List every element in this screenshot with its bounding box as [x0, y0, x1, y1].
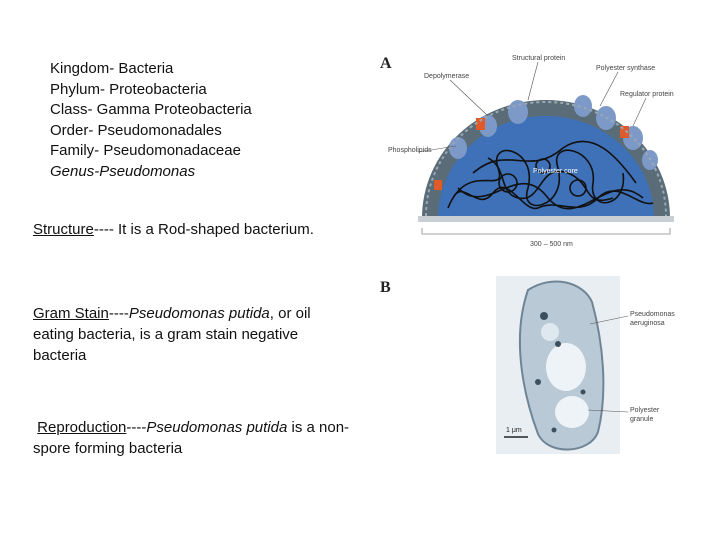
figure-b-micrograph: B Pseudomonas aeruginosa Polyester granu… — [380, 276, 675, 454]
reproduction-species: Pseudomonas putida — [146, 419, 288, 436]
taxonomy-list: Kingdom- Bacteria Phylum- Proteobacteria… — [50, 59, 252, 182]
taxonomy-family: Family- Pseudomonadaceae — [50, 142, 241, 159]
taxonomy-genus: Genus-Pseudomonas — [50, 162, 196, 180]
structure-heading: Structure — [33, 221, 94, 238]
label-granule-line1: Polyester — [630, 407, 660, 414]
reproduction-dashes: ---- — [126, 419, 147, 436]
taxonomy-class: Class- Gamma Proteobacteria — [50, 101, 252, 118]
label-depolymerase: Depolymerase — [424, 73, 469, 80]
label-polyester-synthase: Polyester synthase — [596, 65, 655, 72]
leader-lines-b — [587, 315, 629, 413]
label-granule-line2: granule — [630, 416, 653, 423]
gram-stain-dashes: ---- — [108, 305, 129, 322]
gram-stain-paragraph: Gram Stain----Pseudomonas putida, or oil… — [33, 303, 348, 366]
gram-stain-species: Pseudomonas putida — [128, 305, 270, 322]
scale-bracket — [421, 228, 671, 235]
label-scale-a: 300 – 500 nm — [530, 241, 573, 248]
structure-paragraph: Structure---- It is a Rod-shaped bacteri… — [33, 219, 363, 240]
taxonomy-phylum: Phylum- Proteobacteria — [50, 80, 207, 98]
taxonomy-kingdom: Kingdom- Bacteria — [50, 60, 174, 77]
label-scale-b: 1 μm — [506, 427, 522, 434]
reproduction-text: is a non-spore forming bacteria — [33, 419, 350, 457]
phospholipid-layer — [425, 101, 667, 217]
figure-a-granule-diagram: A Structural protein Dep — [380, 55, 674, 248]
label-organism-line1: Pseudomonas — [630, 311, 675, 318]
polymer-strands — [447, 140, 654, 210]
label-structural-protein: Structural protein — [512, 55, 565, 62]
label-organism-line2: aeruginosa — [630, 320, 665, 327]
label-regulator-protein: Regulator protein — [620, 91, 674, 98]
taxonomy-order: Order- Pseudomonadales — [50, 121, 222, 139]
polyester-granules — [535, 312, 589, 433]
label-polyester-core: Polyester core — [533, 168, 578, 175]
leader-lines — [417, 61, 647, 153]
reproduction-heading: Reproduction — [37, 419, 127, 436]
gram-stain-text: , or oil eating bacteria, is a gram stai… — [33, 305, 311, 364]
label-phospholipids: Phospholipids — [388, 147, 432, 154]
reproduction-paragraph: Reproduction----Pseudomonas putida is a … — [33, 417, 383, 459]
figure-a-letter: A — [380, 55, 392, 72]
figure-b-letter: B — [380, 279, 391, 296]
structure-text: ---- It is a Rod-shaped bacterium. — [93, 221, 314, 238]
gram-stain-heading: Gram Stain — [33, 305, 109, 322]
polyester-core-region — [438, 116, 654, 218]
granule-base — [418, 216, 674, 222]
